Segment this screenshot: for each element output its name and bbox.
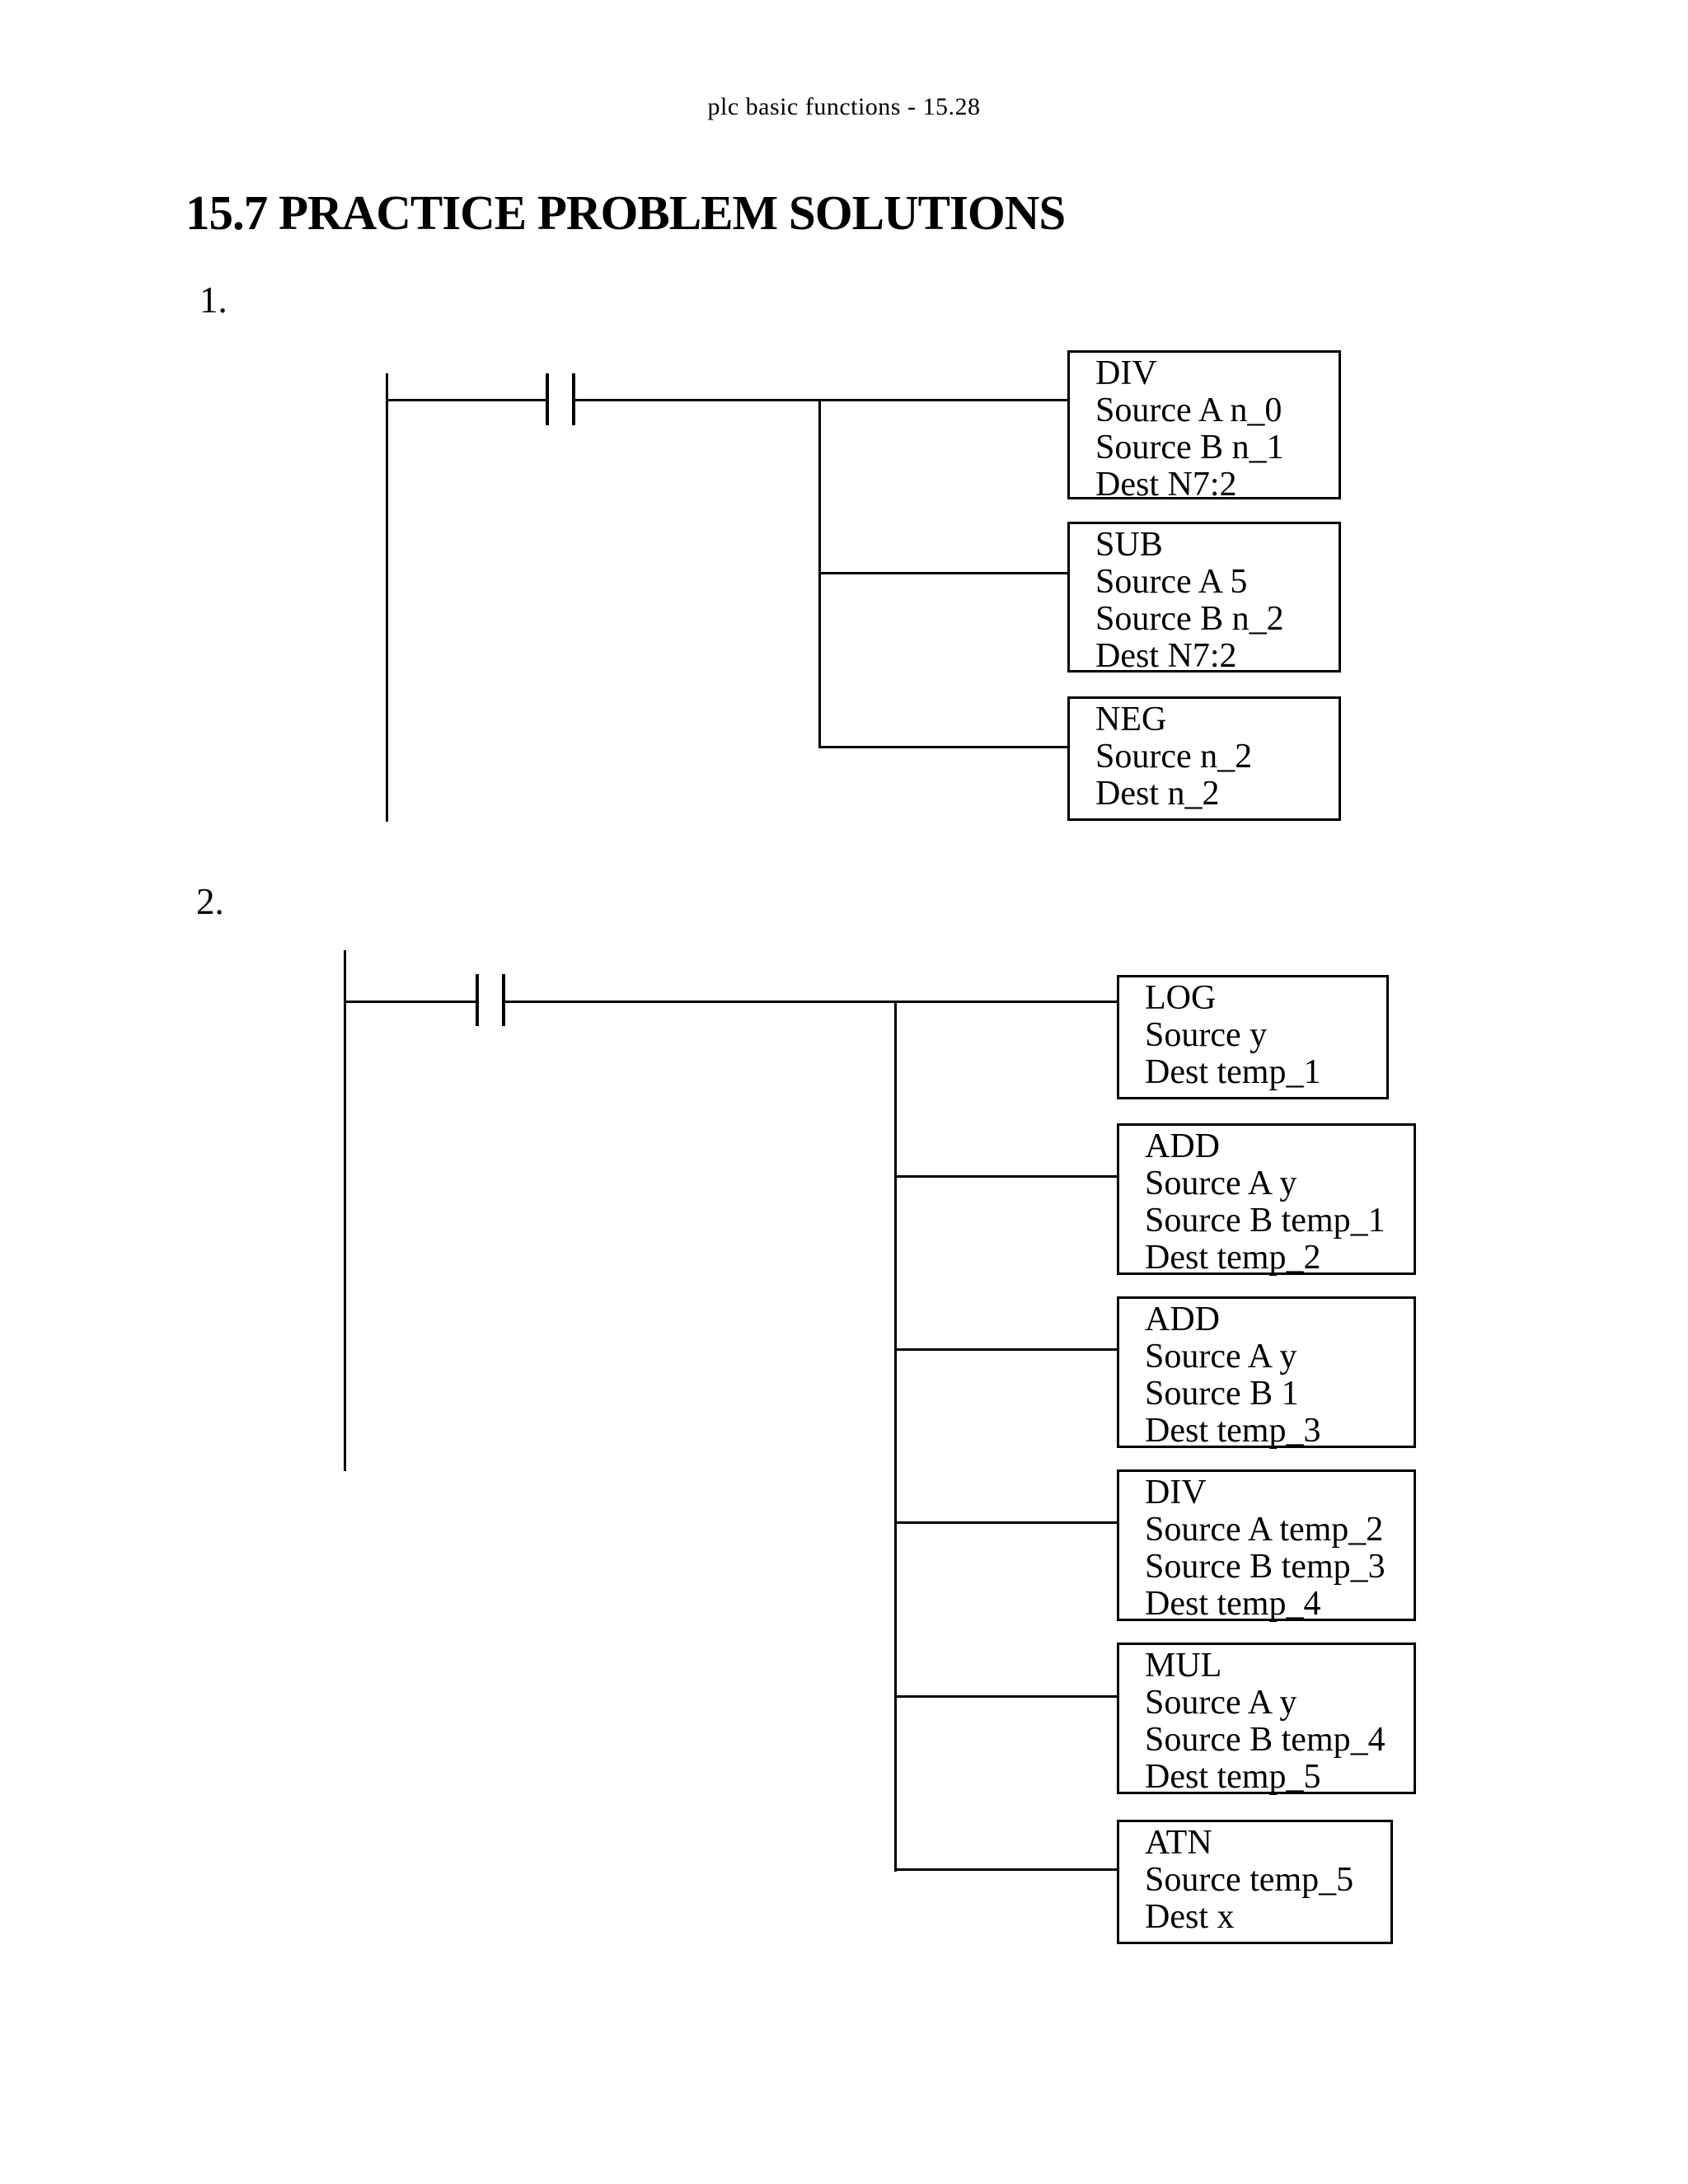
branch-connector xyxy=(894,1868,1118,1871)
instruction-param: Dest n_2 xyxy=(1095,775,1220,813)
instruction-block-add: ADD Source A y Source B temp_1 Dest temp… xyxy=(1117,1123,1416,1277)
instruction-param: Dest N7:2 xyxy=(1095,466,1237,504)
rung-line xyxy=(344,1001,476,1003)
instruction-param: Source B n_1 xyxy=(1095,429,1284,466)
instruction-param: Dest temp_5 xyxy=(1145,1758,1321,1796)
branch-connector xyxy=(894,1175,1118,1178)
power-rail xyxy=(344,950,346,1471)
branch-line xyxy=(894,1001,897,1872)
instruction-param: Source A temp_2 xyxy=(1145,1511,1384,1549)
instruction-op: DIV xyxy=(1145,1474,1207,1511)
instruction-param: Source B temp_1 xyxy=(1145,1202,1386,1240)
instruction-param: Dest N7:2 xyxy=(1095,637,1237,675)
instruction-block-mul: MUL Source A y Source B temp_4 Dest temp… xyxy=(1117,1643,1416,1796)
instruction-op: LOG xyxy=(1145,979,1217,1017)
instruction-block-atn: ATN Source temp_5 Dest x xyxy=(1117,1820,1393,1944)
rung-line xyxy=(575,399,1069,401)
instruction-op: DIV xyxy=(1095,354,1157,392)
instruction-param: Source B n_2 xyxy=(1095,600,1284,638)
branch-connector xyxy=(894,1521,1118,1524)
instruction-op: ADD xyxy=(1145,1301,1220,1338)
instruction-param: Source A y xyxy=(1145,1338,1297,1376)
instruction-param: Source A y xyxy=(1145,1684,1297,1722)
power-rail xyxy=(386,373,388,822)
instruction-param: Source A 5 xyxy=(1095,563,1248,601)
instruction-param: Source B temp_4 xyxy=(1145,1721,1386,1759)
branch-connector xyxy=(894,1695,1118,1698)
instruction-op: ADD xyxy=(1145,1127,1220,1165)
instruction-param: Source A n_0 xyxy=(1095,391,1282,429)
instruction-block-neg: NEG Source n_2 Dest n_2 xyxy=(1067,696,1341,821)
instruction-block-add: ADD Source A y Source B 1 Dest temp_3 xyxy=(1117,1296,1416,1450)
instruction-param: Source A y xyxy=(1145,1165,1297,1202)
instruction-param: Source temp_5 xyxy=(1145,1861,1354,1899)
instruction-param: Source y xyxy=(1145,1016,1268,1054)
branch-connector xyxy=(818,572,1069,574)
instruction-op: NEG xyxy=(1095,701,1167,738)
instruction-block-div: DIV Source A n_0 Source B n_1 Dest N7:2 xyxy=(1067,350,1341,504)
section-title: 15.7 PRACTICE PROBLEM SOLUTIONS xyxy=(185,185,1066,240)
branch-connector xyxy=(818,746,1069,748)
instruction-param: Dest temp_4 xyxy=(1145,1585,1321,1623)
instruction-block-log: LOG Source y Dest temp_1 xyxy=(1117,975,1389,1099)
branch-connector xyxy=(894,1348,1118,1351)
instruction-param: Dest temp_1 xyxy=(1145,1053,1321,1091)
page-header: plc basic functions - 15.28 xyxy=(707,93,981,120)
instruction-param: Source B temp_3 xyxy=(1145,1548,1386,1586)
contact-right-bar xyxy=(572,373,575,425)
rung-line xyxy=(505,1001,1118,1003)
instruction-param: Dest x xyxy=(1145,1898,1235,1936)
contact-right-bar xyxy=(502,974,505,1026)
instruction-block-sub: SUB Source A 5 Source B n_2 Dest N7:2 xyxy=(1067,522,1341,675)
contact-left-bar xyxy=(546,373,549,425)
instruction-param: Source B 1 xyxy=(1145,1375,1299,1413)
instruction-block-div: DIV Source A temp_2 Source B temp_3 Dest… xyxy=(1117,1469,1416,1623)
problem-2-label: 2. xyxy=(196,881,224,922)
instruction-param: Source n_2 xyxy=(1095,738,1253,776)
instruction-param: Dest temp_3 xyxy=(1145,1412,1321,1450)
instruction-op: ATN xyxy=(1145,1824,1212,1862)
rung-line xyxy=(386,399,546,401)
instruction-op: SUB xyxy=(1095,526,1163,564)
contact-left-bar xyxy=(476,974,479,1026)
instruction-param: Dest temp_2 xyxy=(1145,1239,1321,1277)
problem-1-label: 1. xyxy=(199,279,227,321)
instruction-op: MUL xyxy=(1145,1647,1222,1685)
